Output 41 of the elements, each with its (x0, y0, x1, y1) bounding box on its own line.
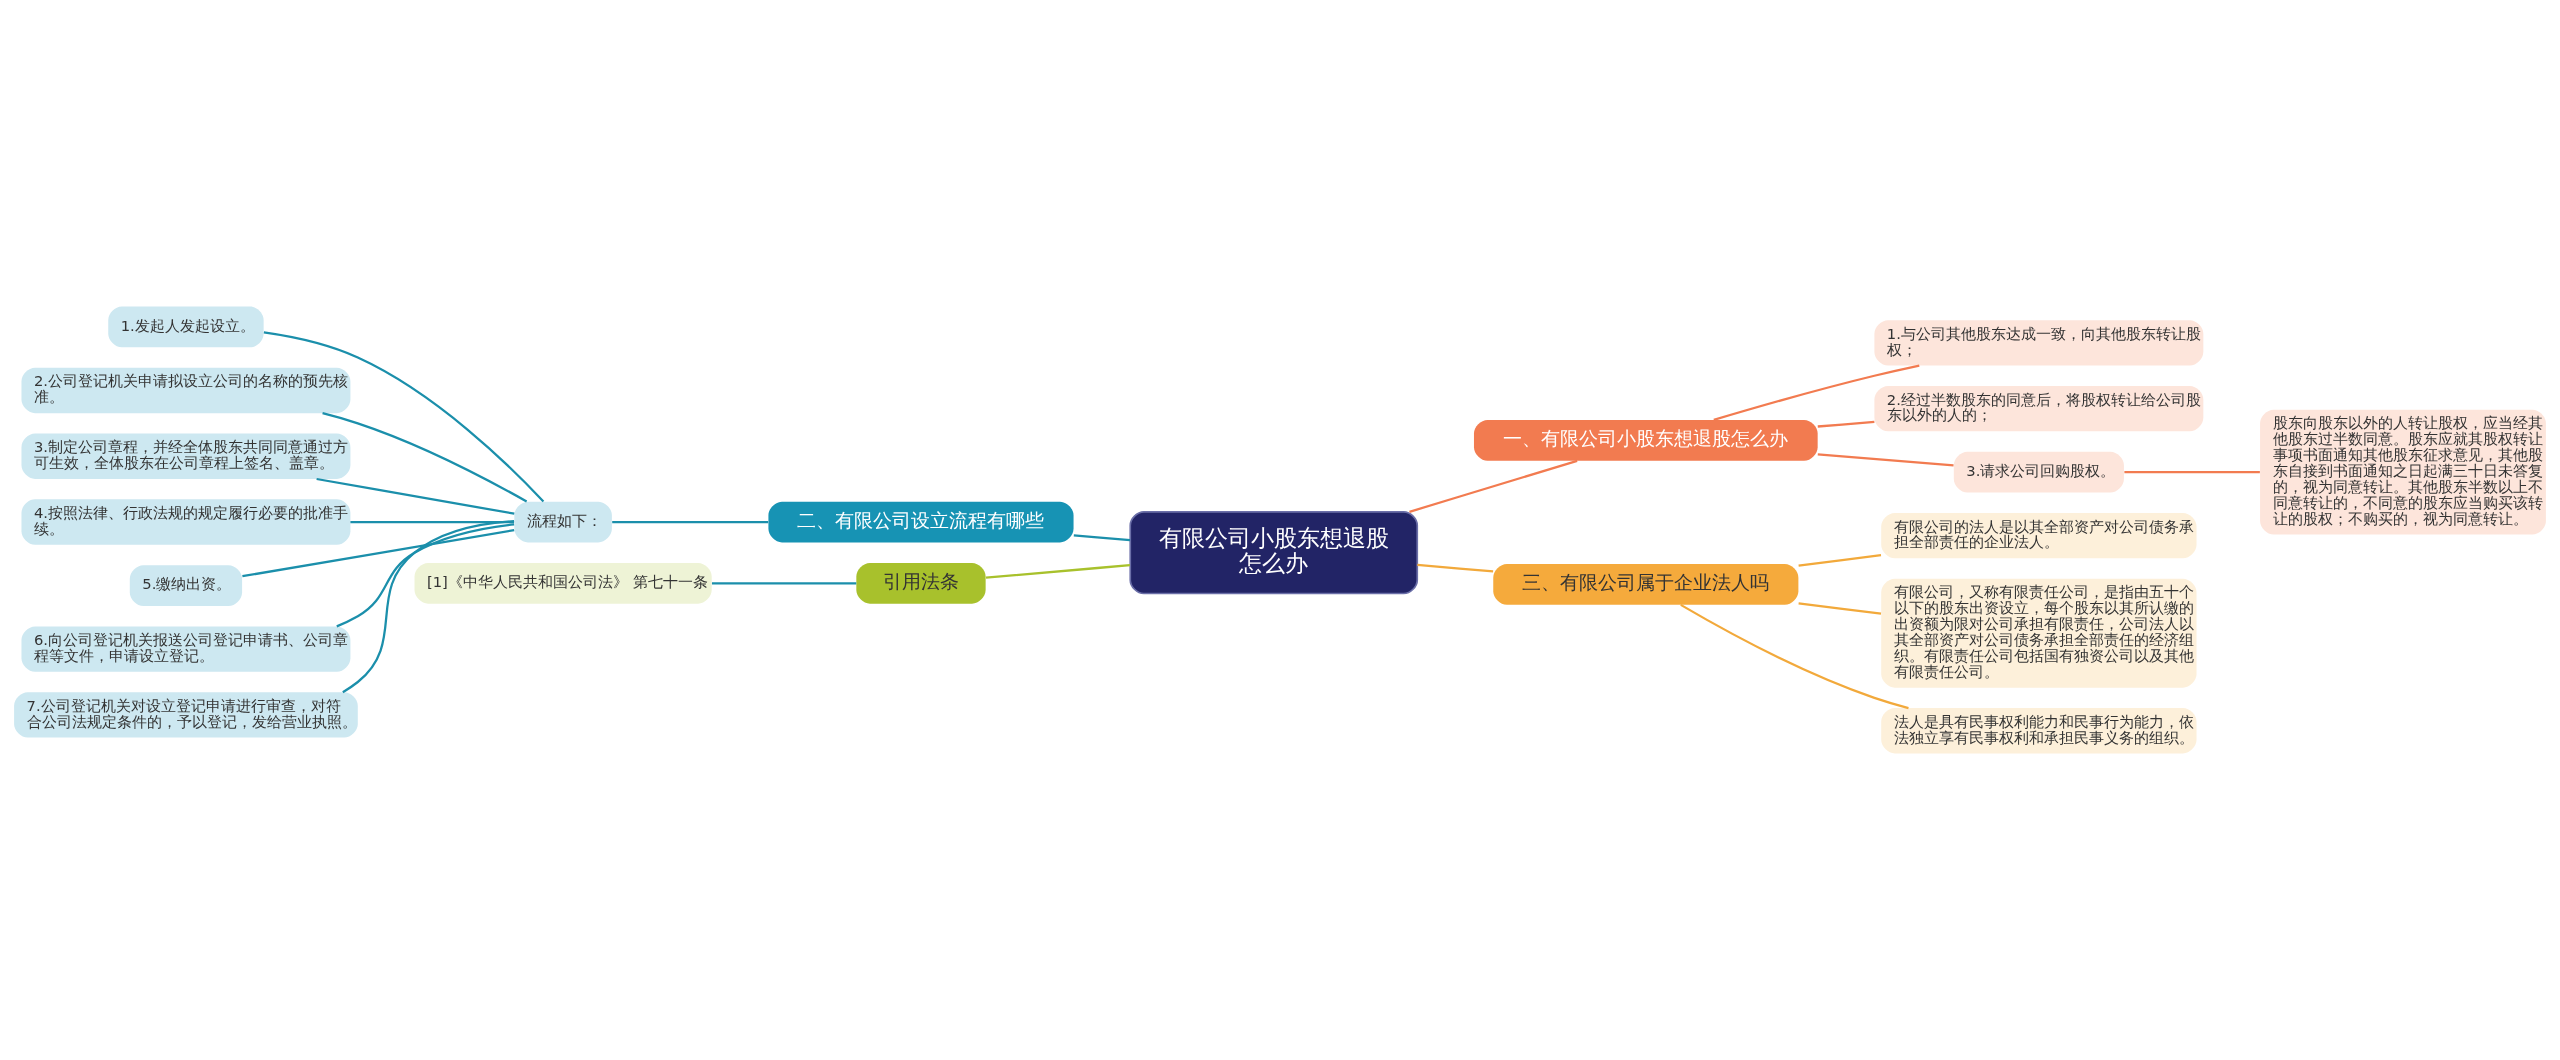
node-box: 6.向公司登记机关报送公司登记申请书、公司章程等文件，申请设立登记。 (21, 626, 351, 672)
connector (1409, 459, 1578, 513)
connector (1713, 364, 1920, 421)
node-box: 1.与公司其他股东达成一致，向其他股东转让股权； (1874, 320, 2204, 366)
connector (1417, 563, 1494, 573)
node-box: 法人是具有民事权利能力和民事行为能力，依法独立享有民事权利和承担民事义务的组织。 (1881, 708, 2197, 754)
node-box: 1.发起人发起设立。 (108, 306, 264, 348)
node-box: 7.公司登记机关对设立登记申请进行审查，对符合公司法规定条件的，予以登记，发给营业执照。 (14, 692, 358, 738)
node-box: 一、有限公司小股东想退股怎么办 (1473, 419, 1818, 461)
node-box: 5.缴纳出资。 (129, 565, 243, 606)
node-box: [1]《中华人民共和国公司法》 第七十一条 (414, 562, 712, 604)
connector (336, 523, 515, 628)
node-box: 2.经过半数股东的同意后，将股权转让给公司股东以外的人的； (1874, 385, 2204, 432)
connector (985, 564, 1131, 579)
connector (316, 477, 515, 515)
connector (263, 331, 545, 503)
node-box: 股东向股东以外的人转让股权，应当经其他股东过半数同意。股东应就其股权转让事项书面通知其他股东征求意见，其他股东自接到书面通知之日起满三十日未答复的，视为同意转让。其他股东半数以上不同意转让的，不同意的股东应当购买该转让的股权；不购买的，视为同意转让。 (2260, 409, 2546, 535)
connector (342, 520, 515, 694)
connector (1798, 554, 1882, 567)
node-box: 引用法条 (856, 562, 986, 604)
node-box: 3.制定公司章程，并经全体股东共同同意通过方可生效，全体股东在公司章程上签名、盖章。 (21, 433, 351, 479)
node-box: 4.按照法律、行政法规的规定履行必要的批准手续。 (21, 499, 351, 545)
connector (1680, 603, 1909, 710)
connector (2124, 471, 2260, 474)
connector (1817, 453, 1954, 467)
node-box: 2.公司登记机关申请拟设立公司的名称的预先核准。 (21, 367, 351, 414)
connector (612, 520, 769, 524)
connector (711, 582, 857, 585)
connector (322, 412, 528, 503)
node-box: 有限公司小股东想退股怎么办 (1129, 511, 1419, 595)
node-box: 有限公司的法人是以其全部资产对公司债务承担全部责任的企业法人。 (1881, 513, 2197, 559)
node-box: 有限公司，又称有限责任公司，是指由五十个以下的股东出资设立，每个股东以其所认缴的出资额为限对公司承担有限责任，公司法人以其全部资产对公司债务承担全部责任的经济组织。有限责任公司包括国有独资公司以及其他有限责任公司。 (1881, 578, 2197, 688)
connector (1817, 420, 1875, 428)
connector (1073, 534, 1131, 542)
connector (242, 529, 515, 578)
node-box: 3.请求公司回购股权。 (1953, 451, 2124, 493)
node-box: 流程如下： (514, 501, 612, 543)
node-box: 二、有限公司设立流程有哪些 (768, 501, 1074, 543)
node-box: 三、有限公司属于企业法人吗 (1493, 564, 1799, 605)
connector (350, 520, 515, 524)
connector (1798, 602, 1882, 615)
